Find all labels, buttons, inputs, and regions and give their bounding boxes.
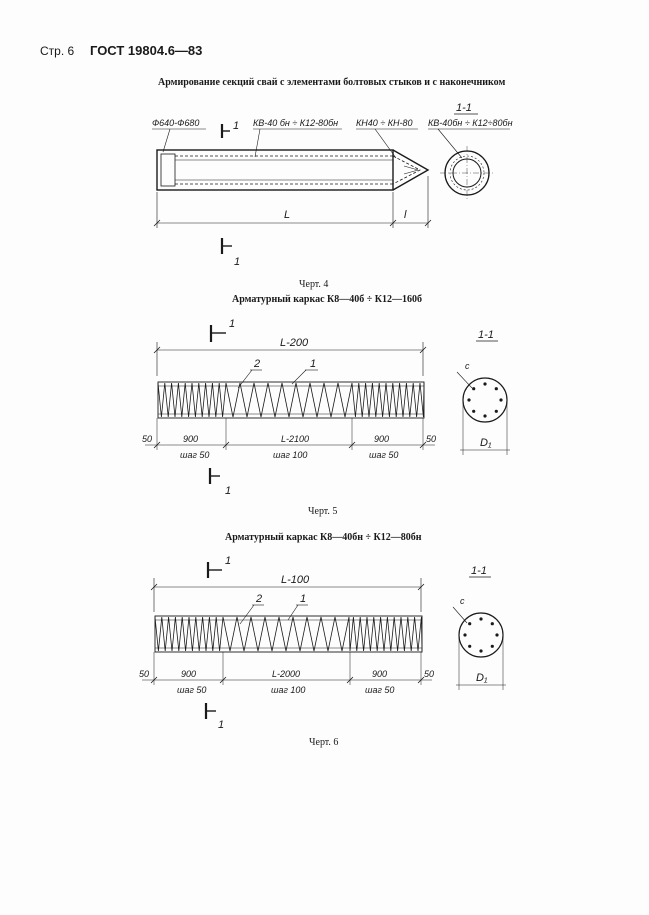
- fig6-caption: Черт. 6: [309, 737, 339, 748]
- fig4-dim-L: L: [284, 209, 290, 221]
- fig4-cut-bottom: 1: [234, 256, 240, 268]
- rebar-dot: [479, 649, 483, 653]
- fig6-section-title: 1-1: [471, 565, 487, 577]
- rebar-dot: [494, 387, 498, 391]
- fig4-section-title: 1-1: [456, 102, 472, 114]
- fig6-dim-3: 900: [372, 669, 387, 679]
- fig4-cut-top: 1: [233, 120, 239, 132]
- fig6-cut-bottom: 1: [218, 719, 224, 731]
- fig6-d1: D₁: [476, 672, 488, 684]
- fig5-pos-1: 1: [310, 358, 316, 370]
- rebar-dot: [468, 622, 472, 626]
- fig6-dim-1: 900: [181, 669, 196, 679]
- rebar-dot: [468, 644, 472, 648]
- fig5-d1: D₁: [480, 437, 492, 449]
- fig6-title: Арматурный каркас К8—40бн ÷ К12—80бн: [225, 532, 422, 543]
- rebar-dot: [495, 633, 499, 637]
- fig4-dim-l: l: [404, 209, 407, 221]
- fig6-step-0: шаг 50: [177, 685, 206, 695]
- fig5-title: Арматурный каркас К8—40б ÷ К12—160б: [232, 294, 422, 305]
- fig4-section-rebar-label: КВ-40бн ÷ К12÷80бн: [428, 118, 513, 128]
- fig5-step-0: шаг 50: [180, 450, 209, 460]
- fig5-dim-2: L-2100: [281, 434, 309, 444]
- fig5-step-2: шаг 50: [369, 450, 398, 460]
- rebar-dot: [479, 617, 483, 621]
- fig5-step-1: шаг 100: [273, 450, 307, 460]
- rebar-dot: [463, 633, 467, 637]
- fig6-dim-2: L-2000: [272, 669, 300, 679]
- fig5-dim-3: 900: [374, 434, 389, 444]
- fig5-dim-0: 50: [142, 434, 152, 444]
- fig5-dim-1: 900: [183, 434, 198, 444]
- fig5-cut-top: 1: [229, 318, 235, 330]
- fig5-dim-4: 50: [426, 434, 436, 444]
- fig5-section-title: 1-1: [478, 329, 494, 341]
- rebar-dot: [467, 398, 471, 402]
- rebar-dot: [472, 409, 476, 413]
- fig6-cut-top: 1: [225, 555, 231, 567]
- standard-code: ГОСТ 19804.6—83: [90, 43, 203, 58]
- rebar-dot: [483, 414, 487, 418]
- rebar-dot: [494, 409, 498, 413]
- fig4-diameter-label: Ф640-Ф680: [152, 118, 199, 128]
- fig6-step-1: шаг 100: [271, 685, 305, 695]
- fig5-caption: Черт. 5: [308, 506, 338, 517]
- fig5-c: c: [465, 361, 470, 371]
- fig4-kv-label: КВ-40 бн ÷ К12-80бн: [253, 118, 338, 128]
- fig6-c: c: [460, 596, 465, 606]
- fig6-step-2: шаг 50: [365, 685, 394, 695]
- fig5-cut-bottom: 1: [225, 485, 231, 497]
- fig6-dim-0: 50: [139, 669, 149, 679]
- page-number: Стр. 6: [40, 44, 75, 58]
- fig4-drawing: Ф640-Ф680 КВ-40 бн ÷ К12-80бн КН40 ÷ КН-…: [152, 102, 513, 268]
- fig6-pos-1: 1: [300, 593, 306, 605]
- rebar-dot: [499, 398, 503, 402]
- rebar-dot: [490, 644, 494, 648]
- fig6-length: L-100: [281, 574, 310, 586]
- fig6-dim-4: 50: [424, 669, 434, 679]
- fig5-pos-2: 2: [253, 358, 260, 370]
- fig4-kn-label: КН40 ÷ КН-80: [356, 118, 413, 128]
- fig6-pos-2: 2: [255, 593, 262, 605]
- fig6-drawing: 1 L-100 2 1 50 900 L-2000 900 50 шаг 50 …: [139, 555, 506, 731]
- fig4-title: Армирование секций свай с элементами бол…: [158, 77, 506, 88]
- fig5-length: L-200: [280, 337, 309, 349]
- fig4-caption: Черт. 4: [299, 279, 329, 290]
- fig5-drawing: 1 L-200 2 1 50 900 L-2100 900 50: [142, 318, 510, 497]
- rebar-dot: [472, 387, 476, 391]
- rebar-dot: [490, 622, 494, 626]
- rebar-dot: [483, 382, 487, 386]
